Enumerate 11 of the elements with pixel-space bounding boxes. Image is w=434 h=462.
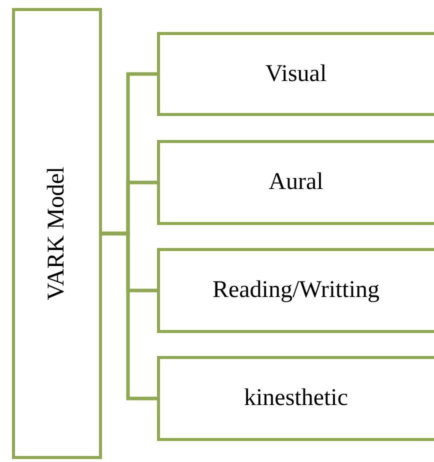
category-box: [157, 32, 434, 116]
connector-line: [102, 232, 157, 400]
category-box: [157, 140, 434, 225]
vertical-label: VARK Model: [44, 166, 70, 300]
vertical-title-box: [12, 8, 102, 459]
category-label: kinesthetic: [244, 385, 348, 412]
category-label: Reading/Writting: [212, 277, 380, 304]
category-box: [157, 356, 434, 441]
category-label: Visual: [265, 60, 327, 88]
category-box: [157, 248, 434, 333]
category-label: Aural: [268, 169, 324, 196]
